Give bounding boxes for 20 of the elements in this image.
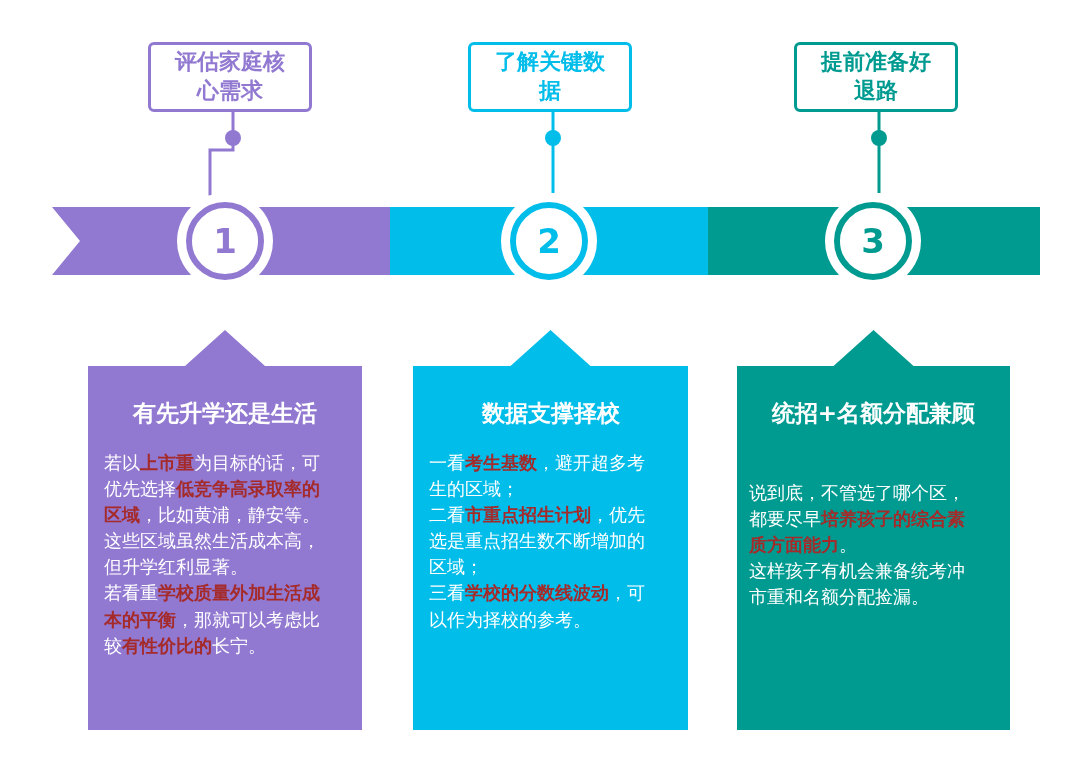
panel-text: 这样孩子有机会兼备统考冲市重和名额分配捡漏。 (749, 559, 966, 610)
panel-text: 二看市重点招生计划，优先选是重点招生数不断增加的区域； (429, 503, 646, 580)
pin-connector (208, 112, 241, 196)
panel-text: 一看考生基数，避开超多考生的区域； (429, 451, 646, 502)
info-panel (737, 330, 1010, 730)
pin-connector (871, 112, 887, 194)
panel-heading: 数据支撑择校 (480, 399, 621, 428)
panel-text: 三看学校的分数线波动，可以作为择校的参考。 (429, 581, 646, 632)
panel-text: 这些区域虽然生活成本高，但升学红利显著。 (104, 529, 321, 580)
panel-heading: 统招+名额分配兼顾 (770, 399, 977, 428)
pin-connector (545, 112, 561, 194)
panel-text: 若以上市重为目标的话，可优先选择低竞争高录取率的区域，比如黄浦，静安等。 (104, 451, 321, 528)
info-panel (88, 330, 362, 730)
panel-text: 说到底，不管选了哪个区，都要尽早培养孩子的综合素质方面能力。 (749, 481, 966, 558)
panel-text: 若看重学校质量外加生活成本的平衡，那就可以考虑比较有性价比的长宁。 (104, 581, 321, 658)
panel-heading: 有先升学还是生活 (131, 399, 318, 428)
step-label-box: 评估家庭核心需求 (148, 42, 312, 112)
step-label-box: 提前准备好退路 (794, 42, 958, 112)
step-label-box: 了解关键数据 (468, 42, 632, 112)
info-panel (413, 330, 688, 730)
